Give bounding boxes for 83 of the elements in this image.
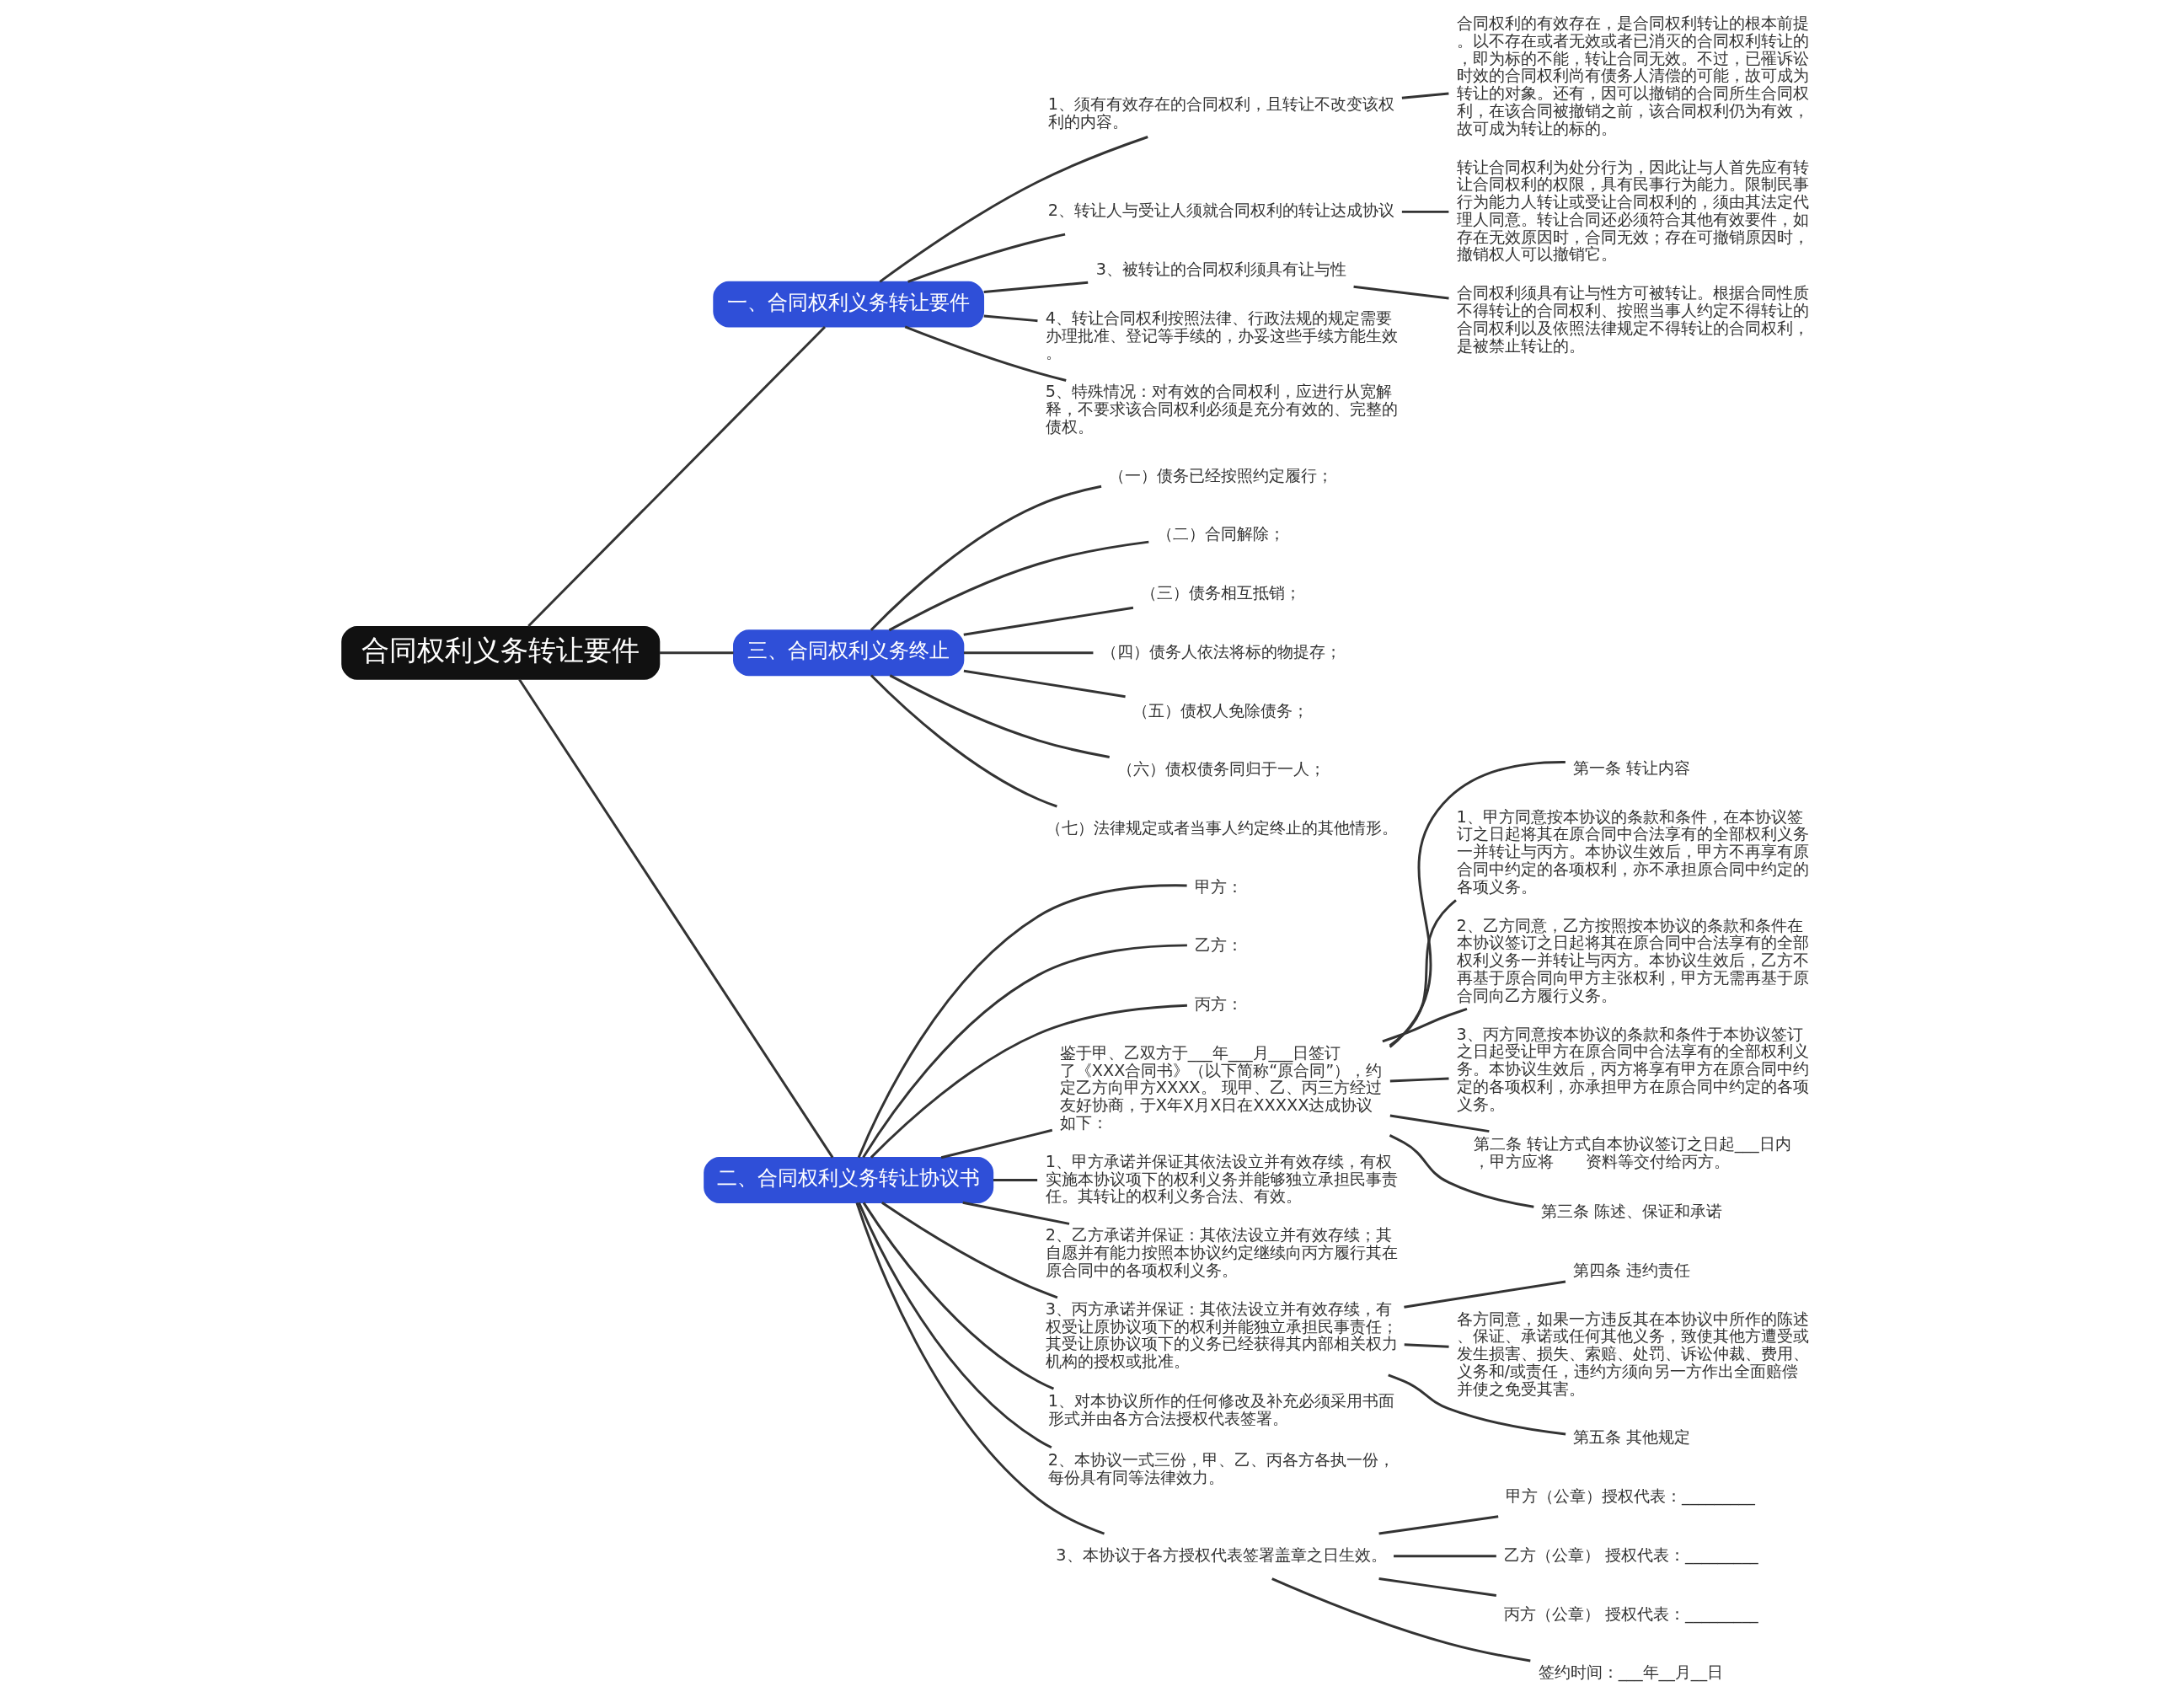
connector: [888, 540, 1149, 632]
connector: [862, 944, 1187, 1159]
connector: [1404, 1280, 1566, 1309]
connector: [1378, 1577, 1497, 1598]
node-text: 合同权利的有效存在，是合同权利转让的根本前提。以不存在或者无效或者已消灭的合同权利转让的，即为标的不能，转让合同无效。不过，已罹诉讼时效的合同权利尚有债务人清偿的可能，故可成为转让的对象。还有，因可以撤销的合同所生合同权利，在该合同被撤销之前，该合同权利仍为有效，故可成为转让的标的。: [1456, 13, 1809, 138]
connector: [1389, 899, 1457, 1047]
connector: [527, 326, 827, 628]
node-text: 3、被转让的合同权利须具有让与性: [1095, 260, 1347, 280]
node-text: 第一条 转让内容: [1573, 758, 1691, 778]
node-text: 各方同意，如果一方违反其在本协议中所作的陈述、保证、承诺或任何其他义务，致使其他方遭受或发生损害、损失、索赔、处罚、诉讼仲裁、费用、义务和/或责任，违约方须向另一方作出全面赔偿并使之免受其害。: [1456, 1309, 1809, 1399]
connector: [907, 233, 1066, 283]
node-text: 3、本协议于各方授权代表签署盖章之日生效。: [1056, 1545, 1387, 1565]
node-text: （二）合同解除；: [1156, 524, 1285, 544]
node-box: 二、合同权利义务转让协议书: [704, 1157, 994, 1203]
node-text: 2、转让人与受让人须就合同权利的转让达成协议: [1047, 201, 1394, 221]
node-text: （四）债务人依法将标的物提存；: [1100, 641, 1341, 661]
node-text: 第四条 违约责任: [1573, 1260, 1691, 1280]
connector: [963, 606, 1134, 636]
connector: [855, 1202, 1105, 1535]
connector: [983, 314, 1038, 323]
node-text: 2、乙方承诺并保证：其依法设立并有效存续；其自愿并有能力按照本协议约定继续向丙方履行其在原合同中的各项权利义务。: [1045, 1225, 1398, 1280]
node-text: 鉴于甲、乙双方于___年___月___日签订了《XXX合同书》（以下简称“原合同”），约定乙方向甲方XXXX。 现甲、乙、丙三方经过友好协商，于X年X月X日在XXXXX达成协议如下：: [1059, 1042, 1383, 1132]
node-text: （六）债权债务同归于一人；: [1116, 759, 1325, 779]
connector: [518, 678, 834, 1159]
connector: [870, 674, 1057, 808]
node-text: 合同权利须具有让与性方可被转让。根据合同性质不得转让的合同权利、按照当事人约定不得转让的合同权利以及依照法律规定不得转让的合同权利，是被禁止转让的。: [1456, 283, 1809, 356]
node-box: 合同权利义务转让要件: [341, 625, 661, 680]
connector: [1404, 1343, 1449, 1348]
connector: [857, 884, 1187, 1159]
connector: [879, 136, 1148, 283]
connector: [881, 1202, 1058, 1299]
node-text: 3、丙方承诺并保证：其依法设立并有效存续，有权受让原协议项下的权利并能独立承担民事责任；其受让原协议项下的义务已经获得其内部相关权力机构的授权或批准。: [1045, 1298, 1398, 1372]
connector: [870, 1004, 1187, 1159]
connector: [963, 669, 1126, 699]
connector: [870, 485, 1102, 631]
node-text: 2、乙方同意，乙方按照按本协议的条款和条件在本协议签订之日起将其在原合同中合法享有的全部权利义务一并转让与丙方。本协议生效后，乙方不再基于原合同向甲方主张权利，甲方无需再基于原合同向乙方履行义务。: [1456, 915, 1809, 1005]
node-text: 2、本协议一式三份，甲、乙、丙各方各执一份，每份具有同等法律效力。: [1047, 1450, 1394, 1487]
node-text: 丙方：: [1194, 993, 1243, 1014]
node-text: 1、对本协议所作的任何修改及补充必须采用书面形式并由各方合法授权代表签署。: [1047, 1391, 1394, 1429]
connector: [1389, 1114, 1490, 1133]
node-text: （三）债务相互抵销；: [1141, 583, 1302, 603]
node-text: 第二条 转让方式自本协议签订之日起___日内，甲方应将 资料等交付给丙方。: [1473, 1134, 1791, 1171]
connector: [862, 1202, 1055, 1390]
connector: [1389, 1133, 1534, 1208]
node-text: 乙方：: [1194, 935, 1243, 956]
connector: [1353, 285, 1449, 300]
connector: [858, 1202, 1052, 1449]
connector: [1382, 1008, 1468, 1043]
connector: [1401, 92, 1449, 99]
connector: [1389, 1077, 1449, 1083]
node-text: 5、特殊情况：对有效的合同权利，应进行从宽解释，不要求该合同权利必须是充分有效的、完整的债权。: [1045, 382, 1398, 436]
node-text: 第五条 其他规定: [1573, 1427, 1691, 1448]
connector: [1389, 760, 1566, 1048]
node-text: （七）法律规定或者当事人约定终止的其他情形。: [1045, 817, 1398, 838]
node-text: 签约时间：___年__月__日: [1538, 1662, 1724, 1683]
node-text: 4、转让合同权利按照法律、行政法规的规定需要办理批准、登记等手续的，办妥这些手续方能生效。: [1045, 308, 1398, 363]
node-text: 3、丙方同意按本协议的条款和条件于本协议签订之日起受让甲方在原合同中合法享有的全部权利义务。本协议生效后，丙方将享有甲方在原合同中约定的各项权利，亦承担甲方在原合同中约定的各项义务。: [1456, 1024, 1809, 1114]
node-text: （五）债权人免除债务；: [1132, 700, 1309, 720]
node-text: 丙方（公章） 授权代表：_________: [1503, 1604, 1758, 1624]
node-text: 甲方（公章）授权代表：_________: [1506, 1486, 1755, 1507]
connector: [889, 674, 1110, 758]
connector: [940, 1128, 1053, 1159]
node-text: 1、须有有效存在的合同权利，且转让不改变该权利的内容。: [1047, 94, 1394, 132]
connector: [1394, 1555, 1496, 1558]
node-text: 1、甲方承诺并保证其依法设立并有效存续，有权实施本协议项下的权利义务并能够独立承担民事责任。其转让的权利义务合法、有效。: [1045, 1151, 1398, 1207]
node-text: 转让合同权利为处分行为，因此让与人首先应有转让合同权利的权限，具有民事行为能力。限制民事行为能力人转让或受让合同权利的，须由其法定代理人同意。转让合同还必须符合其他有效要件，如存在无效原因时，合同无效；存在可撤销原因时，撤销权人可以撤销它。: [1456, 157, 1809, 265]
node-box: 三、合同权利义务终止: [733, 629, 965, 677]
node-text: 1、甲方同意按本协议的条款和条件，在本协议签订之日起将其在原合同中合法享有的全部权利义务一并转让与丙方。本协议生效后，甲方不再享有原合同中约定的各项权利，亦不承担原合同中约定的各项义务。: [1456, 806, 1809, 897]
connector: [659, 651, 734, 655]
connector: [1401, 210, 1449, 213]
connector: [904, 325, 1067, 382]
connector: [963, 651, 1094, 655]
node-box: 一、合同权利义务转让要件: [713, 281, 985, 328]
connector: [962, 1201, 1070, 1225]
node-text: 第三条 陈述、保证和承诺: [1541, 1202, 1723, 1222]
connector: [1271, 1577, 1531, 1662]
connector: [1378, 1515, 1499, 1535]
connector: [1388, 1373, 1566, 1436]
node-text: 乙方（公章） 授权代表：_________: [1503, 1545, 1758, 1565]
node-text: 甲方：: [1194, 876, 1243, 897]
connector: [993, 1179, 1038, 1181]
node-text: （一）债务已经按照约定履行；: [1109, 465, 1334, 485]
connector: [983, 281, 1089, 294]
